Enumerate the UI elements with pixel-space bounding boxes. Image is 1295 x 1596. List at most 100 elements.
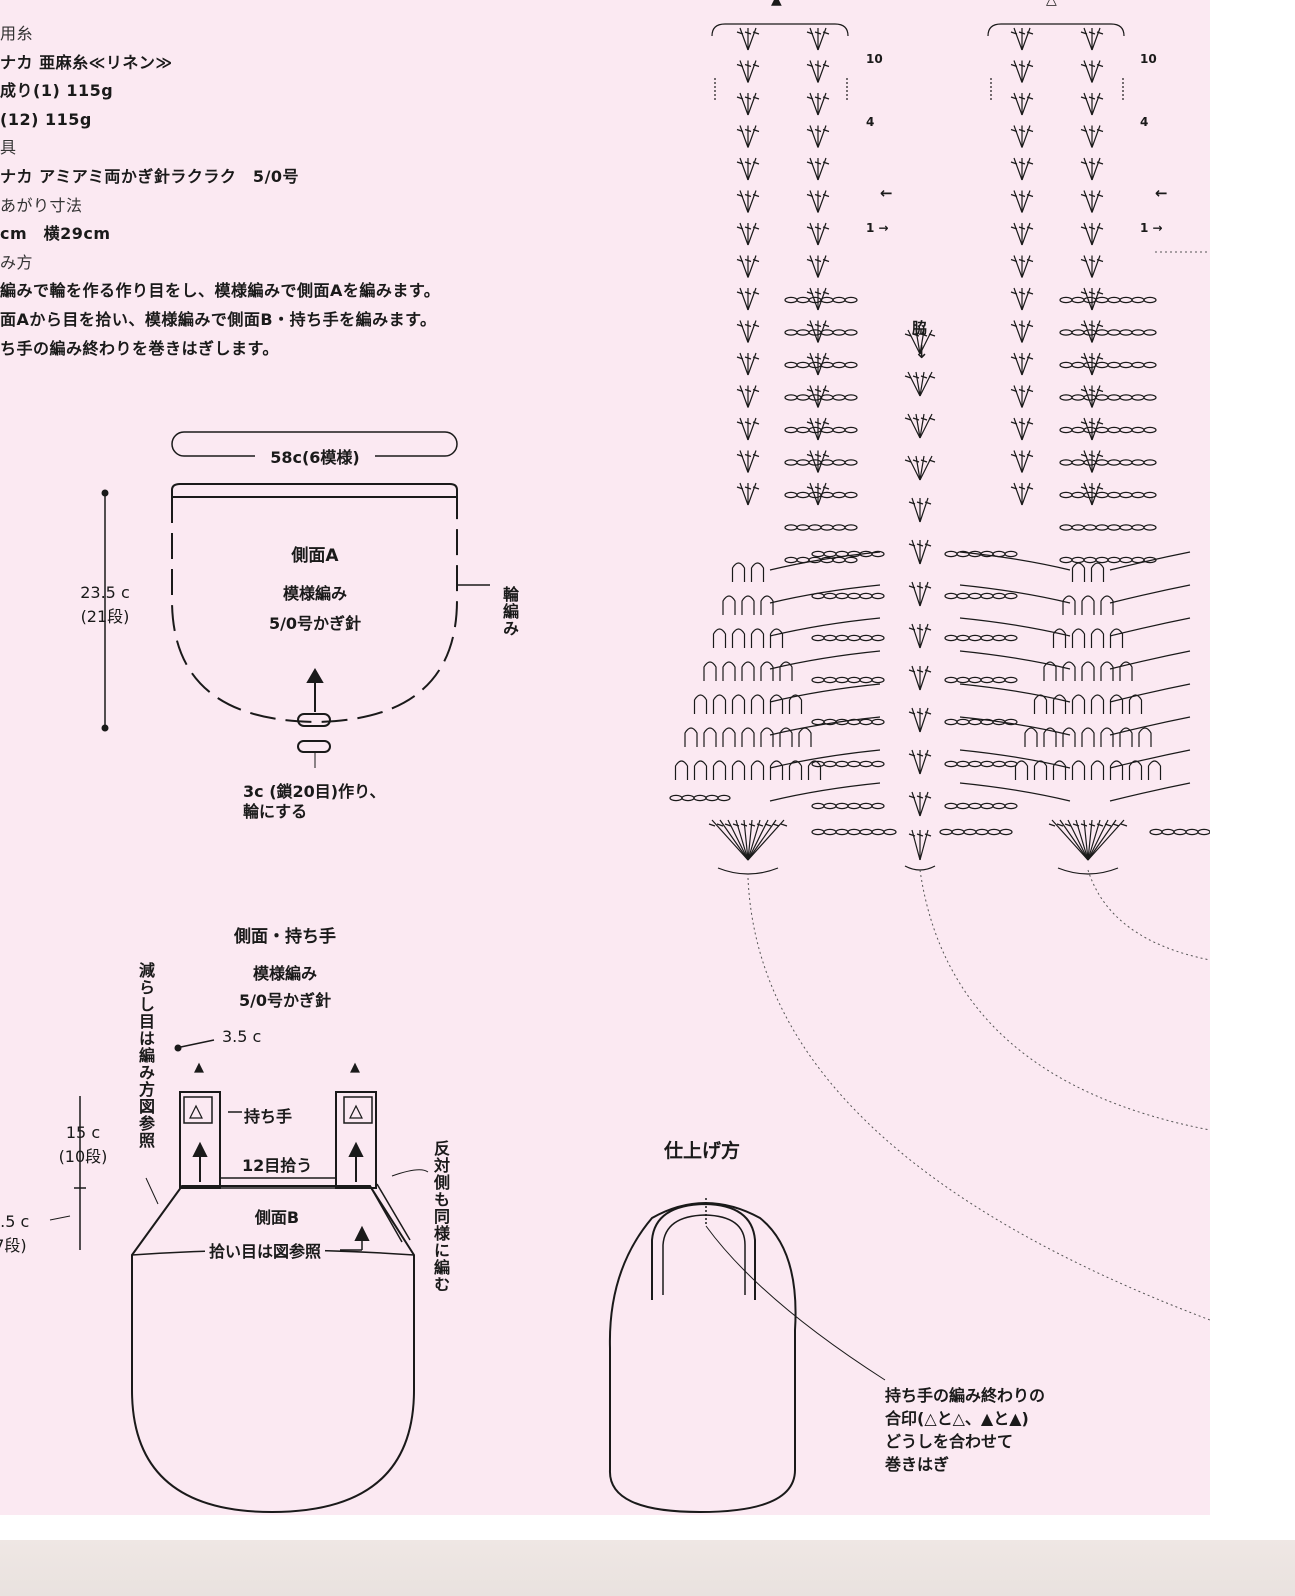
chain-mark [784, 426, 798, 434]
stitch-mark [752, 388, 760, 393]
chain-mark [823, 760, 837, 768]
stitch-mark [744, 453, 752, 458]
stitch-mark [1021, 482, 1031, 506]
stitch-mark [1080, 193, 1088, 198]
chain-mark [1131, 459, 1145, 466]
stitch-mark [806, 226, 814, 230]
stitch-mark [919, 791, 929, 817]
chain-curve [959, 650, 1071, 670]
chain-curve [769, 617, 881, 637]
chain-mark [963, 828, 977, 836]
body-height-label: 6.5 c [0, 1212, 30, 1231]
materials-line: 用糸 [0, 24, 34, 43]
stitch-mark [1096, 161, 1104, 165]
chain-mark [944, 550, 958, 558]
chain-curve [1109, 650, 1191, 670]
side-b-decrease-note: 減らし目は編み方図参照 [136, 962, 155, 1149]
stitch-mark [916, 833, 924, 837]
stitch-mark [822, 31, 830, 35]
side-b-pickup-note: 拾い目は図参照 [205, 1238, 326, 1262]
chain-mark [1095, 556, 1109, 564]
diagram-canvas [49, 23, 1210, 1514]
chain-mark [796, 296, 810, 304]
stitch-mark [1096, 823, 1104, 827]
stitch-mark [1018, 128, 1026, 133]
chain-mark [871, 718, 885, 726]
chain-mark [835, 802, 849, 810]
stitch-mark [809, 255, 819, 278]
stitch-mark [747, 27, 757, 51]
stitch-mark [1010, 323, 1018, 328]
stitch-mark [764, 823, 772, 827]
chain-mark [1083, 394, 1097, 401]
stitch-mark [806, 96, 814, 100]
stitch-mark [752, 453, 760, 458]
stitch-mark [1018, 193, 1026, 198]
chain-curve [959, 716, 1071, 736]
side-mark-label: 脇 [912, 319, 928, 337]
arch-stitch [1081, 727, 1095, 747]
chain-mark [811, 828, 825, 836]
stitch-mark [1083, 819, 1089, 861]
stitch-mark [809, 27, 819, 51]
stitch-mark [924, 669, 932, 673]
stitch-mark [1013, 417, 1023, 441]
stitch-mark [919, 707, 929, 733]
row-label-1-left: 1 → [866, 221, 889, 235]
chain-mark [835, 634, 849, 642]
chain-curve [1109, 617, 1191, 637]
chain-mark [944, 802, 958, 810]
stitch-mark [747, 819, 753, 861]
chain-mark [968, 634, 982, 642]
chain-mark [1059, 524, 1073, 531]
arch-stitch [1090, 628, 1105, 648]
stitch-mark [908, 753, 916, 757]
stitch-mark [1080, 356, 1088, 360]
stitch-mark [920, 375, 928, 379]
chain-curve [959, 551, 1071, 571]
guide-curves [747, 251, 1210, 1321]
arch-stitch [731, 760, 746, 780]
chain-mark [968, 592, 982, 600]
stitch-mark [904, 333, 912, 337]
stitch-mark [744, 96, 752, 100]
chain-mark [1004, 550, 1018, 558]
chain-mark [844, 394, 858, 401]
chain-mark [956, 676, 970, 684]
stitch-mark [908, 795, 916, 799]
chain-mark [1059, 394, 1073, 401]
stitch-mark [747, 482, 757, 506]
chain-mark [820, 296, 834, 304]
arch-stitch [1109, 694, 1124, 714]
arch-stitch [1071, 562, 1086, 582]
stitch-mark [814, 291, 822, 295]
chain-mark [1059, 329, 1073, 336]
stitch-mark [736, 388, 744, 393]
stitch-mark [817, 125, 827, 148]
stitch-mark [806, 128, 814, 133]
stitch-mark [736, 421, 744, 425]
stitch-mark [1096, 31, 1104, 35]
arch-stitch [1052, 760, 1067, 780]
stitch-mark [814, 453, 822, 458]
stitch-mark [1088, 453, 1096, 458]
materials-line: 面Aから目を拾い、模様編みで側面B・持ち手を編みます。 [0, 310, 437, 329]
chain-mark [956, 760, 970, 768]
side-a-pattern: 模様編み [282, 584, 347, 603]
chain-mark [1071, 491, 1085, 499]
materials-line: cm 横29cm [0, 224, 111, 244]
stitch-mark [1010, 486, 1018, 490]
chain-mark [1131, 361, 1145, 369]
stitch-mark [916, 627, 924, 631]
stitch-mark [1088, 128, 1096, 133]
stitch-mark [920, 417, 928, 421]
stitch-mark [806, 388, 814, 393]
body-height-rows: (7段) [0, 1236, 27, 1255]
stitch-mark [919, 665, 929, 691]
arch-stitch [722, 727, 736, 747]
chain-mark [1083, 459, 1097, 466]
stitch-mark [1018, 486, 1026, 490]
row-label-10-right: 10 [1140, 52, 1157, 66]
stitch-mark [806, 453, 814, 458]
